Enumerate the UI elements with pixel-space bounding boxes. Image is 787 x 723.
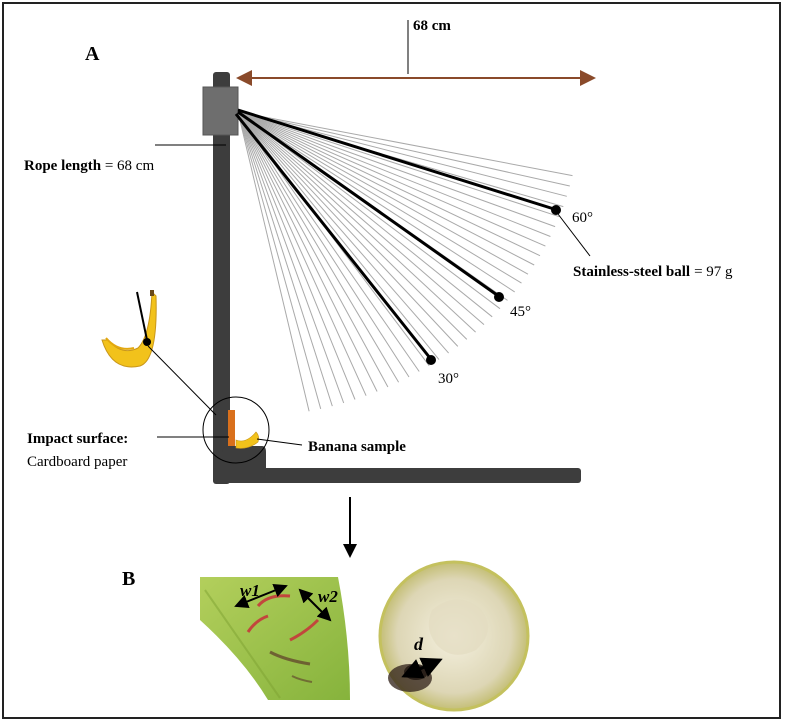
banana-icon <box>101 290 157 368</box>
swing-fan-line <box>237 111 546 247</box>
swing-fan-line <box>237 111 570 187</box>
banana-sample-label: Banana sample <box>308 439 406 455</box>
swing-fan-line <box>237 111 449 354</box>
angle-30-label: 30° <box>438 371 459 387</box>
swing-fan <box>237 111 573 412</box>
stand-post <box>213 72 230 484</box>
ball-45 <box>494 292 504 302</box>
swing-fan-line <box>237 111 476 333</box>
swing-fan-line <box>237 111 485 325</box>
cross-section-photo <box>378 560 530 712</box>
w1-label: w1 <box>240 581 260 600</box>
swing-fan-line <box>237 111 345 404</box>
stand-base <box>213 468 581 483</box>
swing-fan-line <box>237 111 515 293</box>
swing-fan-line <box>237 111 440 360</box>
swing-fan-line <box>237 111 389 388</box>
swing-fan-line <box>237 111 410 378</box>
swing-fan-line <box>237 111 560 218</box>
ball-60 <box>551 205 561 215</box>
swing-fan-line <box>237 111 493 318</box>
swing-fan-line <box>237 111 522 284</box>
peel-bruise-photo <box>200 577 350 700</box>
angle-60-label: 60° <box>572 210 593 226</box>
swing-fan-line <box>237 111 367 396</box>
swing-fan-line <box>237 111 459 347</box>
swing-fan-line <box>237 111 400 383</box>
rope-45 <box>237 110 498 297</box>
swing-fan-line <box>237 111 356 400</box>
swing-fan-line <box>237 111 556 228</box>
ball-leader-line <box>557 213 591 257</box>
panel-a-label: A <box>85 43 100 65</box>
zoom-leader-line <box>147 345 217 416</box>
swing-fan-line <box>237 111 468 340</box>
rope-length-label: Rope length = 68 cm <box>24 158 154 174</box>
swing-fan-line <box>237 111 529 275</box>
swing-fan-line <box>237 111 551 237</box>
impact-zone-circle <box>202 396 270 464</box>
ball-label: Stainless-steel ball= 97 g <box>573 264 733 280</box>
pivot-block <box>202 86 239 136</box>
impact-label-value: Cardboard paper <box>27 454 127 470</box>
swing-fan-line <box>237 111 541 257</box>
swing-fan-line <box>237 111 333 407</box>
swing-fan-line <box>237 111 322 410</box>
rope-30 <box>234 113 432 359</box>
angle-45-label: 45° <box>510 304 531 320</box>
banana-sample-leader <box>256 438 303 446</box>
impact-surface <box>228 410 235 446</box>
ball-30 <box>426 355 436 365</box>
banana-sample <box>235 431 259 449</box>
impact-label-title: Impact surface: <box>27 431 128 447</box>
swing-fan-line <box>237 111 573 177</box>
panel-b-label: B <box>122 568 135 590</box>
anvil-block <box>222 446 266 468</box>
swing-fan-line <box>237 111 501 310</box>
d-label: d <box>414 634 424 654</box>
w2-label: w2 <box>318 587 338 606</box>
span-label: 68 cm <box>413 18 451 34</box>
swing-fan-line <box>237 111 310 412</box>
swing-fan-line <box>237 111 378 392</box>
swing-fan-line <box>237 111 535 266</box>
rope-60 <box>237 108 555 211</box>
